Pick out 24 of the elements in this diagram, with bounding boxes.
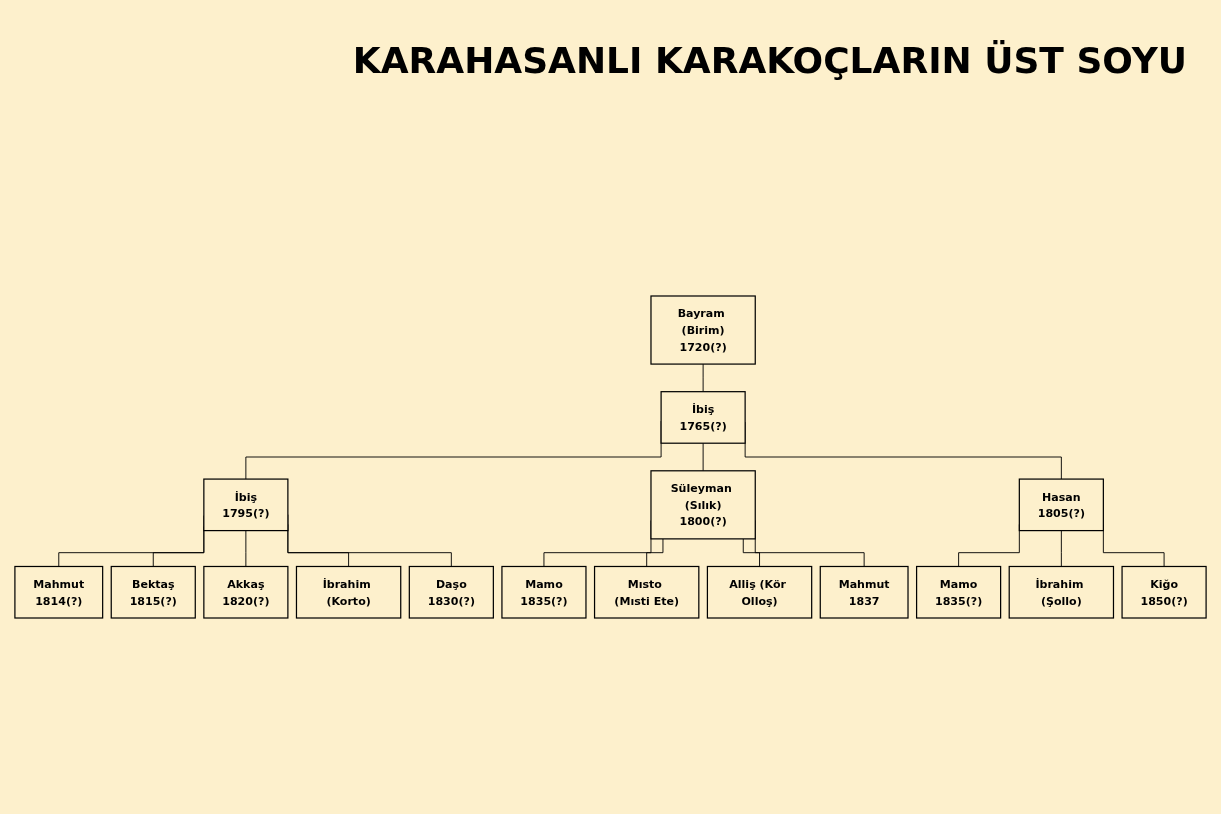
node-box: Kiğo 1850(?) [1121,565,1207,619]
node-box: Mahmut 1814(?) [14,565,104,619]
node-box: İbrahim (Korto) [295,565,402,619]
node-box: Mısto (Mısti Ete) [593,565,700,619]
connector [702,363,704,393]
node-box: İbrahim (Şollo) [1008,565,1115,619]
node-box: İbiş 1765(?) [660,391,746,444]
node-box: Mamo 1835(?) [916,565,1002,619]
node-box: Daşo 1830(?) [408,565,494,619]
node-box: Süleyman (Sılık) 1800(?) [650,470,756,540]
connector [702,442,704,472]
node-box: Akkaş 1820(?) [203,565,289,619]
node-box: Mamo 1835(?) [501,565,587,619]
connector [1060,530,1062,567]
node-box: Bayram (Birim) 1720(?) [650,295,756,365]
connector [742,538,760,567]
node-box: İbiş 1795(?) [203,478,289,532]
node-box: Alliş (Kör Olloş) [706,565,813,619]
connector [245,530,247,567]
diagram-title: KARAHASANLI KARAKOÇLARIN ÜST SOYU [352,40,1187,81]
node-box: Bektaş 1815(?) [110,565,196,619]
node-box: Mahmut 1837 [819,565,909,619]
node-box: Hasan 1805(?) [1018,478,1104,532]
connector [646,538,664,567]
